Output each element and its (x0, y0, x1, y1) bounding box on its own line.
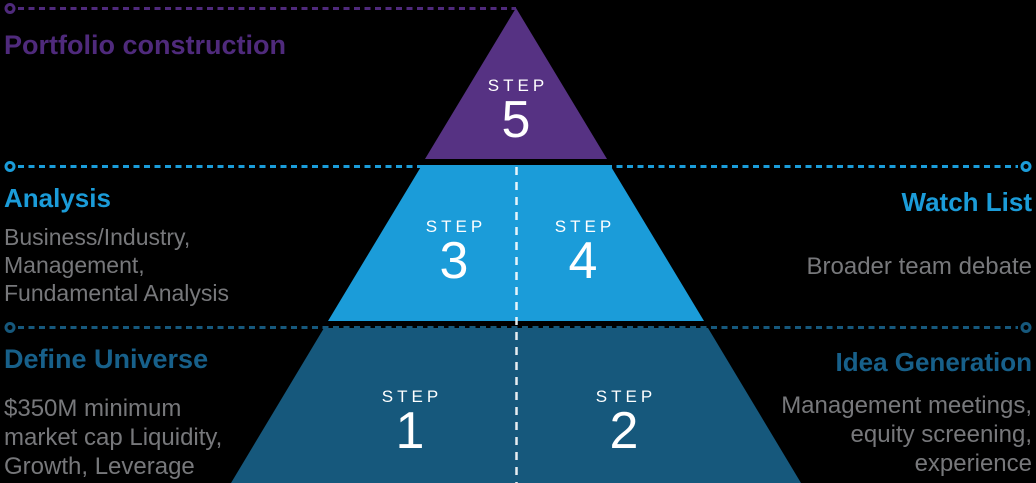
step-5-label: STEP 5 (484, 76, 549, 149)
define-universe-heading: Define Universe (4, 344, 209, 374)
watch-list-heading: Watch List (901, 187, 1032, 217)
step-word: STEP (595, 387, 657, 406)
analysis-heading: Analysis (4, 183, 111, 213)
step-number: 1 (395, 402, 425, 460)
step-number: 3 (439, 232, 469, 290)
ring-marker-icon (1020, 161, 1032, 172)
idea-generation-heading: Idea Generation (835, 347, 1033, 377)
text-line: Management meetings, (781, 392, 1032, 419)
step-3-label: STEP 3 (422, 217, 487, 290)
step-word: STEP (381, 387, 443, 406)
text-line: equity screening, (850, 421, 1032, 448)
ring-marker-icon (4, 3, 16, 14)
idea-generation-description: Management meetings, equity screening, e… (781, 391, 1032, 478)
step-4-label: STEP 4 (551, 217, 616, 290)
analysis-description: Business/Industry, Management, Fundament… (4, 223, 229, 307)
step-number: 2 (609, 402, 639, 460)
tier-top-triangle (425, 8, 607, 159)
text-line: Management, (4, 252, 145, 278)
ring-marker-icon (4, 322, 16, 333)
step-1-label: STEP 1 (378, 387, 443, 460)
step-word: STEP (425, 217, 487, 236)
ring-marker-icon (4, 161, 16, 172)
step-number: 5 (501, 91, 531, 149)
text-line: market cap Liquidity, (4, 424, 223, 451)
portfolio-construction-heading: Portfolio construction (4, 30, 286, 60)
text-line: $350M minimum (4, 395, 182, 422)
ring-marker-icon (1020, 322, 1032, 333)
text-line: Fundamental Analysis (4, 280, 230, 306)
step-2-label: STEP 2 (592, 387, 657, 460)
define-universe-description: $350M minimum market cap Liquidity, Grow… (4, 394, 222, 481)
text-line: experience (914, 450, 1032, 477)
step-word: STEP (487, 76, 549, 95)
text-line: Business/Industry, (4, 224, 191, 250)
watch-list-description: Broader team debate (807, 252, 1032, 281)
tier-bottom-trapezoid (231, 328, 801, 483)
step-word: STEP (554, 217, 616, 236)
step-number: 4 (568, 232, 598, 290)
text-line: Broader team debate (806, 253, 1032, 280)
text-line: Growth, Leverage (4, 453, 195, 480)
